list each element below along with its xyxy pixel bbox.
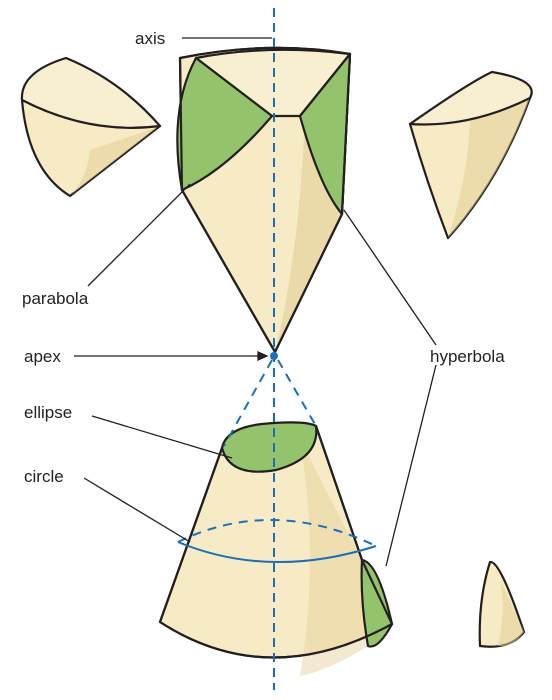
- circle-section-front: [177, 541, 377, 564]
- ellipse-label: ellipse: [24, 403, 72, 422]
- hyperbola-leader-upper: [343, 209, 437, 346]
- circle-label: circle: [24, 467, 64, 486]
- parabola-leader: [87, 183, 191, 287]
- hyperbola-label: hyperbola: [430, 347, 505, 366]
- circle-leader: [83, 477, 191, 543]
- top-right-cone-piece: [408, 70, 533, 240]
- apex-point: [270, 352, 278, 360]
- lower-cone: [158, 421, 394, 676]
- generator-left: [223, 359, 273, 447]
- hyperbola-section-upper: [298, 52, 352, 216]
- parabola-label: parabola: [22, 289, 89, 308]
- apex-label: apex: [24, 347, 61, 366]
- hyperbola-section-lower: [360, 558, 394, 648]
- top-left-cone-piece: [20, 56, 162, 198]
- ellipse-leader: [91, 415, 233, 459]
- hyperbola-leader-lower: [385, 364, 437, 567]
- axis-label: axis: [135, 29, 165, 48]
- apex-arrowhead: [257, 350, 269, 362]
- generator-right: [277, 359, 317, 427]
- bottom-right-cone-piece: [478, 560, 526, 648]
- upper-cone: [176, 46, 352, 354]
